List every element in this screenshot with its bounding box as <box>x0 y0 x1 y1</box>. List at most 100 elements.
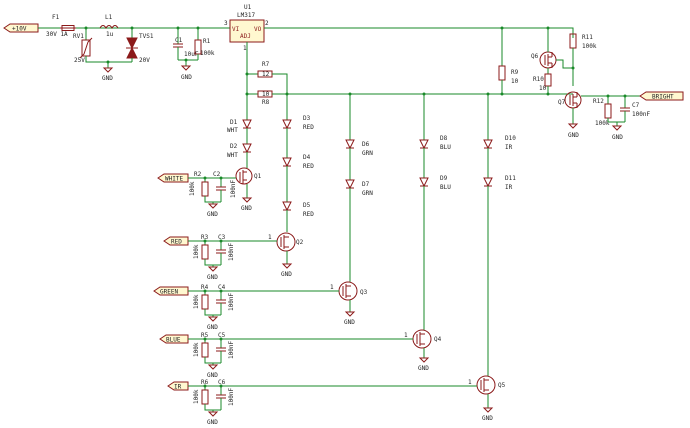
svg-text:GND: GND <box>207 274 218 281</box>
gnd-symbol: GND <box>207 410 218 426</box>
l1-ref: L1 <box>105 14 113 21</box>
svg-text:D8: D8 <box>440 135 448 142</box>
u1-value: LM317 <box>237 12 255 19</box>
varistor-rv1: RV1 25V <box>73 28 132 64</box>
bright-label: BRIGHT <box>639 91 684 101</box>
tvs-diode-tvs1: TVS1 20V <box>126 28 154 64</box>
svg-text:D3: D3 <box>303 115 311 122</box>
l1-value: 1u <box>106 31 114 38</box>
tvs1-value: 20V <box>139 57 150 64</box>
svg-text:D5: D5 <box>303 202 311 209</box>
net-label-green: GREEN <box>153 286 189 296</box>
r10-ref: R10 <box>533 76 544 83</box>
resistor-r5: R5 100k <box>193 332 221 364</box>
svg-text:GREEN: GREEN <box>160 289 178 296</box>
mosfet-q3: Q3 <box>338 281 368 301</box>
r9-value: 10 <box>511 78 519 85</box>
svg-text:Q4: Q4 <box>434 336 442 343</box>
svg-text:GND: GND <box>418 365 429 372</box>
c1-ref: C1 <box>175 37 183 44</box>
vout-rail <box>264 27 574 38</box>
svg-text:C2: C2 <box>213 171 221 178</box>
svg-text:GND: GND <box>207 372 218 379</box>
capacitor-c5: C5 100nF <box>216 332 235 363</box>
svg-text:Q1: Q1 <box>254 173 262 180</box>
svg-text:BLU: BLU <box>440 144 451 151</box>
resistor-r6: R6 100k <box>193 379 221 411</box>
bright-label-shape <box>639 91 684 101</box>
resistor-r4: R4 100k <box>193 284 221 316</box>
gnd-symbol: GND <box>102 62 113 82</box>
led-d4: D4 RED <box>282 154 314 170</box>
svg-text:GND: GND <box>281 271 292 278</box>
f1-value: 30V 1A <box>46 31 68 38</box>
svg-text:IR: IR <box>505 184 513 191</box>
resistor-r3: R3 100k <box>193 234 221 266</box>
gnd-symbol: GND <box>611 122 623 141</box>
capacitor-c4: C4 100nF <box>216 284 235 315</box>
mosfet-q2: Q2 <box>276 232 304 252</box>
svg-text:R6: R6 <box>201 379 209 386</box>
u1-pin-vi: VI <box>232 26 240 33</box>
svg-text:100k: 100k <box>193 294 200 309</box>
svg-text:D7: D7 <box>362 181 370 188</box>
u1-pin2: 2 <box>265 20 269 27</box>
regulator-u1: U1 LM317 VI VO ADJ 3 2 1 <box>224 4 269 52</box>
svg-text:GND: GND <box>344 319 355 326</box>
svg-text:D4: D4 <box>303 154 311 161</box>
led-d3: D3 RED <box>282 115 314 131</box>
gnd-symbol: GND <box>281 263 292 278</box>
gnd-symbol: GND <box>567 123 579 139</box>
r1-ref: R1 <box>203 38 211 45</box>
q3-gate-pin: 1 <box>330 284 334 291</box>
q4-gate-pin: 1 <box>404 332 408 339</box>
svg-text:100k: 100k <box>193 342 200 357</box>
svg-text:100nF: 100nF <box>228 293 235 311</box>
svg-text:RED: RED <box>303 163 314 170</box>
svg-text:R5: R5 <box>201 332 209 339</box>
gnd-symbol: GND <box>418 357 429 372</box>
r1-value: 100k <box>200 50 215 57</box>
u1-pin-adj: ADJ <box>240 33 251 40</box>
rv1-ref: RV1 <box>73 33 84 40</box>
svg-text:IR: IR <box>174 384 182 391</box>
svg-text:BLU: BLU <box>440 184 451 191</box>
svg-text:D2: D2 <box>230 143 238 150</box>
svg-text:GND: GND <box>207 324 218 331</box>
q6-ref: Q6 <box>531 53 539 60</box>
svg-text:D6: D6 <box>362 141 370 148</box>
gnd-symbol: GND <box>344 311 355 326</box>
svg-text:GND: GND <box>241 205 252 212</box>
svg-text:RED: RED <box>171 239 182 246</box>
resistor-r7: R7 12 <box>257 61 273 78</box>
u1-pin3: 3 <box>224 20 228 27</box>
resistor-r11: R11 100k <box>569 33 597 50</box>
c1-value: 10uF <box>184 51 199 58</box>
mosfet-q4: Q4 <box>412 329 442 349</box>
svg-text:100k: 100k <box>193 389 200 404</box>
u1-ref: U1 <box>244 4 252 11</box>
f1-ref: F1 <box>52 14 60 21</box>
svg-text:R3: R3 <box>201 234 209 241</box>
svg-text:D10: D10 <box>505 135 516 142</box>
capacitor-c6: C6 100nF <box>216 379 235 410</box>
svg-text:D1: D1 <box>230 119 238 126</box>
u1-pin1: 1 <box>243 45 247 52</box>
resistor-r1: R1 100k <box>194 28 215 60</box>
led-d5: D5 RED <box>282 201 314 218</box>
inductor-l1: L1 1u <box>99 14 119 38</box>
u1-pin-vo: VO <box>254 26 262 33</box>
svg-text:GND: GND <box>207 419 218 426</box>
r10-value: 10 <box>539 85 547 92</box>
svg-text:IR: IR <box>505 144 513 151</box>
svg-text:BLUE: BLUE <box>166 337 181 344</box>
q2-gate-pin: 1 <box>268 234 272 241</box>
resistor-r12: R12 100k <box>593 96 612 127</box>
svg-text:Q2: Q2 <box>296 239 304 246</box>
svg-text:RED: RED <box>303 211 314 218</box>
q5-gate-pin: 1 <box>468 379 472 386</box>
svg-text:100nF: 100nF <box>228 341 235 359</box>
input-label: +10V <box>3 23 39 33</box>
tvs1-ref: TVS1 <box>139 33 154 40</box>
